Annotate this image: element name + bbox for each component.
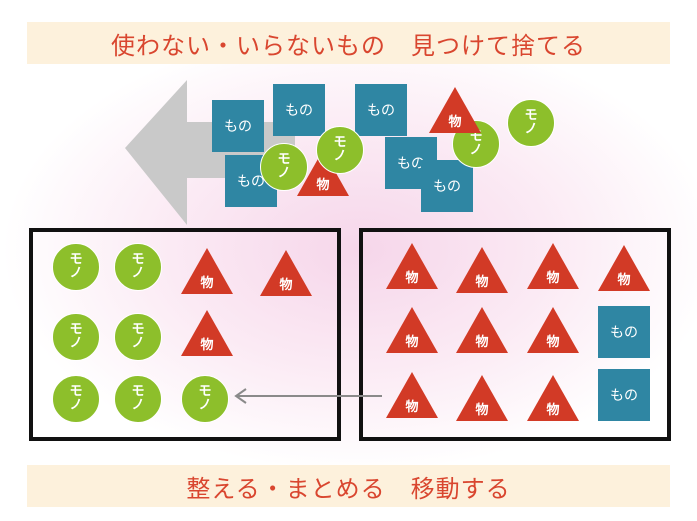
circle-label: モノ: [69, 322, 83, 351]
circle-item: モノ: [52, 313, 100, 361]
triangle-item: 物: [386, 243, 438, 289]
circle-label: モノ: [277, 152, 291, 181]
triangle-label: 物: [546, 335, 560, 350]
move-arrow-icon: [234, 388, 382, 404]
triangle-item: 物: [527, 375, 579, 421]
circle-item: モノ: [507, 99, 555, 147]
triangle-label: 物: [279, 278, 293, 293]
square-label: もの: [610, 325, 638, 341]
square-label: もの: [610, 388, 638, 404]
triangle-label: 物: [200, 338, 214, 353]
triangle-label: 物: [475, 403, 489, 418]
square-label: もの: [224, 119, 252, 135]
triangle-item: 物: [527, 243, 579, 289]
square-item: もの: [598, 306, 650, 358]
triangle-item: 物: [181, 310, 233, 356]
triangle-item: 物: [429, 87, 481, 133]
square-item: もの: [273, 84, 325, 136]
square-label: もの: [367, 103, 395, 119]
circle-item: モノ: [52, 375, 100, 423]
triangle-label: 物: [200, 276, 214, 291]
triangle-item: 物: [181, 248, 233, 294]
triangle-label: 物: [546, 403, 560, 418]
circle-label: モノ: [469, 129, 483, 158]
triangle-item: 物: [260, 250, 312, 296]
circle-label: モノ: [131, 322, 145, 351]
circle-item: モノ: [316, 126, 364, 174]
organized-panel: [29, 228, 341, 441]
triangle-label: 物: [617, 273, 631, 288]
top-banner: 使わない・いらないもの 見つけて捨てる: [27, 22, 670, 64]
triangle-label: 物: [475, 275, 489, 290]
square-item: もの: [598, 369, 650, 421]
discard-arrow-icon: [125, 80, 295, 225]
triangle-label: 物: [316, 178, 330, 193]
circle-label: モノ: [131, 384, 145, 413]
square-label: もの: [285, 103, 313, 119]
circle-item: モノ: [114, 313, 162, 361]
triangle-item: 物: [527, 307, 579, 353]
circle-item: モノ: [52, 243, 100, 291]
circle-label: モノ: [69, 252, 83, 281]
square-label: もの: [433, 179, 461, 195]
circle-label: モノ: [524, 108, 538, 137]
triangle-item: 物: [456, 375, 508, 421]
square-label: もの: [397, 156, 425, 172]
triangle-label: 物: [405, 271, 419, 286]
circle-item: モノ: [260, 143, 308, 191]
triangle-item: 物: [598, 245, 650, 291]
triangle-item: 物: [456, 307, 508, 353]
source-panel: [359, 228, 671, 441]
circle-item: モノ: [181, 375, 229, 423]
triangle-label: 物: [448, 115, 462, 130]
circle-label: モノ: [333, 135, 347, 164]
triangle-label: 物: [546, 271, 560, 286]
circle-label: モノ: [69, 384, 83, 413]
triangle-item: 物: [456, 247, 508, 293]
circle-item: モノ: [114, 243, 162, 291]
circle-item: モノ: [114, 375, 162, 423]
square-item: もの: [212, 100, 264, 152]
triangle-item: 物: [386, 372, 438, 418]
triangle-item: 物: [386, 307, 438, 353]
circle-label: モノ: [131, 252, 145, 281]
triangle-label: 物: [475, 335, 489, 350]
triangle-label: 物: [405, 400, 419, 415]
circle-label: モノ: [198, 384, 212, 413]
triangle-label: 物: [405, 335, 419, 350]
square-item: もの: [421, 160, 473, 212]
square-label: もの: [237, 174, 265, 190]
bottom-banner: 整える・まとめる 移動する: [27, 465, 670, 507]
square-item: もの: [355, 84, 407, 136]
triangle-item: 物: [297, 150, 349, 196]
